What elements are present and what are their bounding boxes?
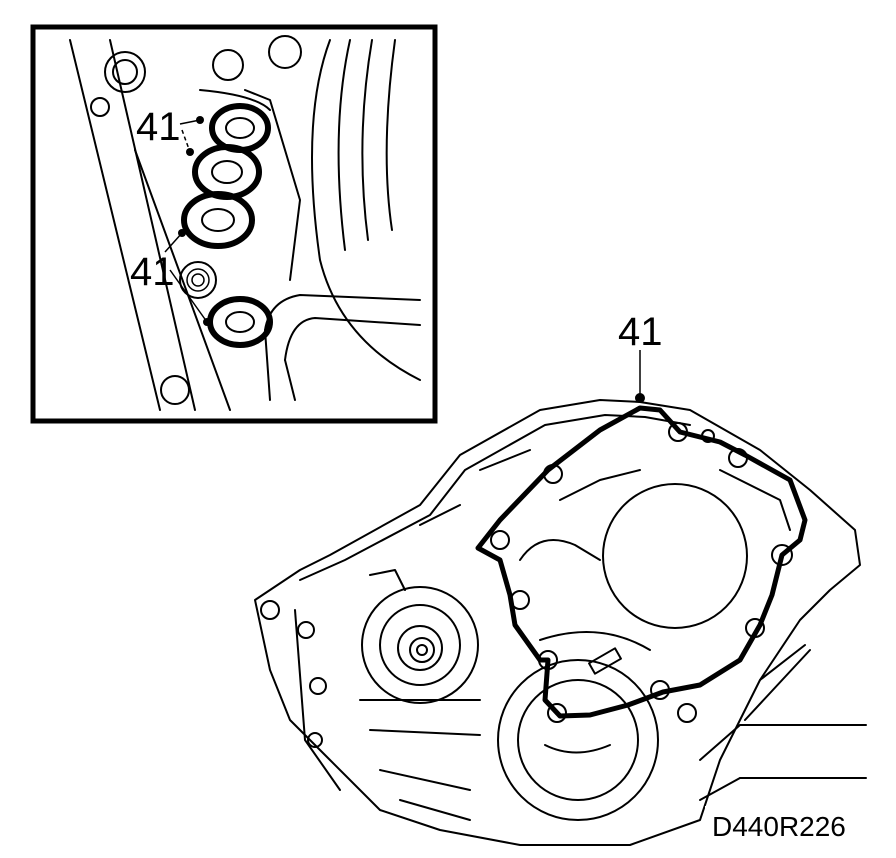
seal-ring-3	[181, 191, 255, 249]
input-shaft	[361, 586, 479, 704]
gearbox-housing	[254, 399, 867, 846]
end-cover	[519, 469, 791, 675]
drawing-code: D440R226	[712, 811, 846, 842]
inset-detail-view: 41 41	[30, 24, 438, 424]
gasket-bolt-holes	[490, 422, 793, 723]
gasket-callout: 41	[618, 310, 663, 354]
cover-gasket	[475, 405, 808, 719]
inset-callout-lower: 41	[130, 250, 175, 294]
inset-callout-upper: 41	[136, 105, 181, 149]
